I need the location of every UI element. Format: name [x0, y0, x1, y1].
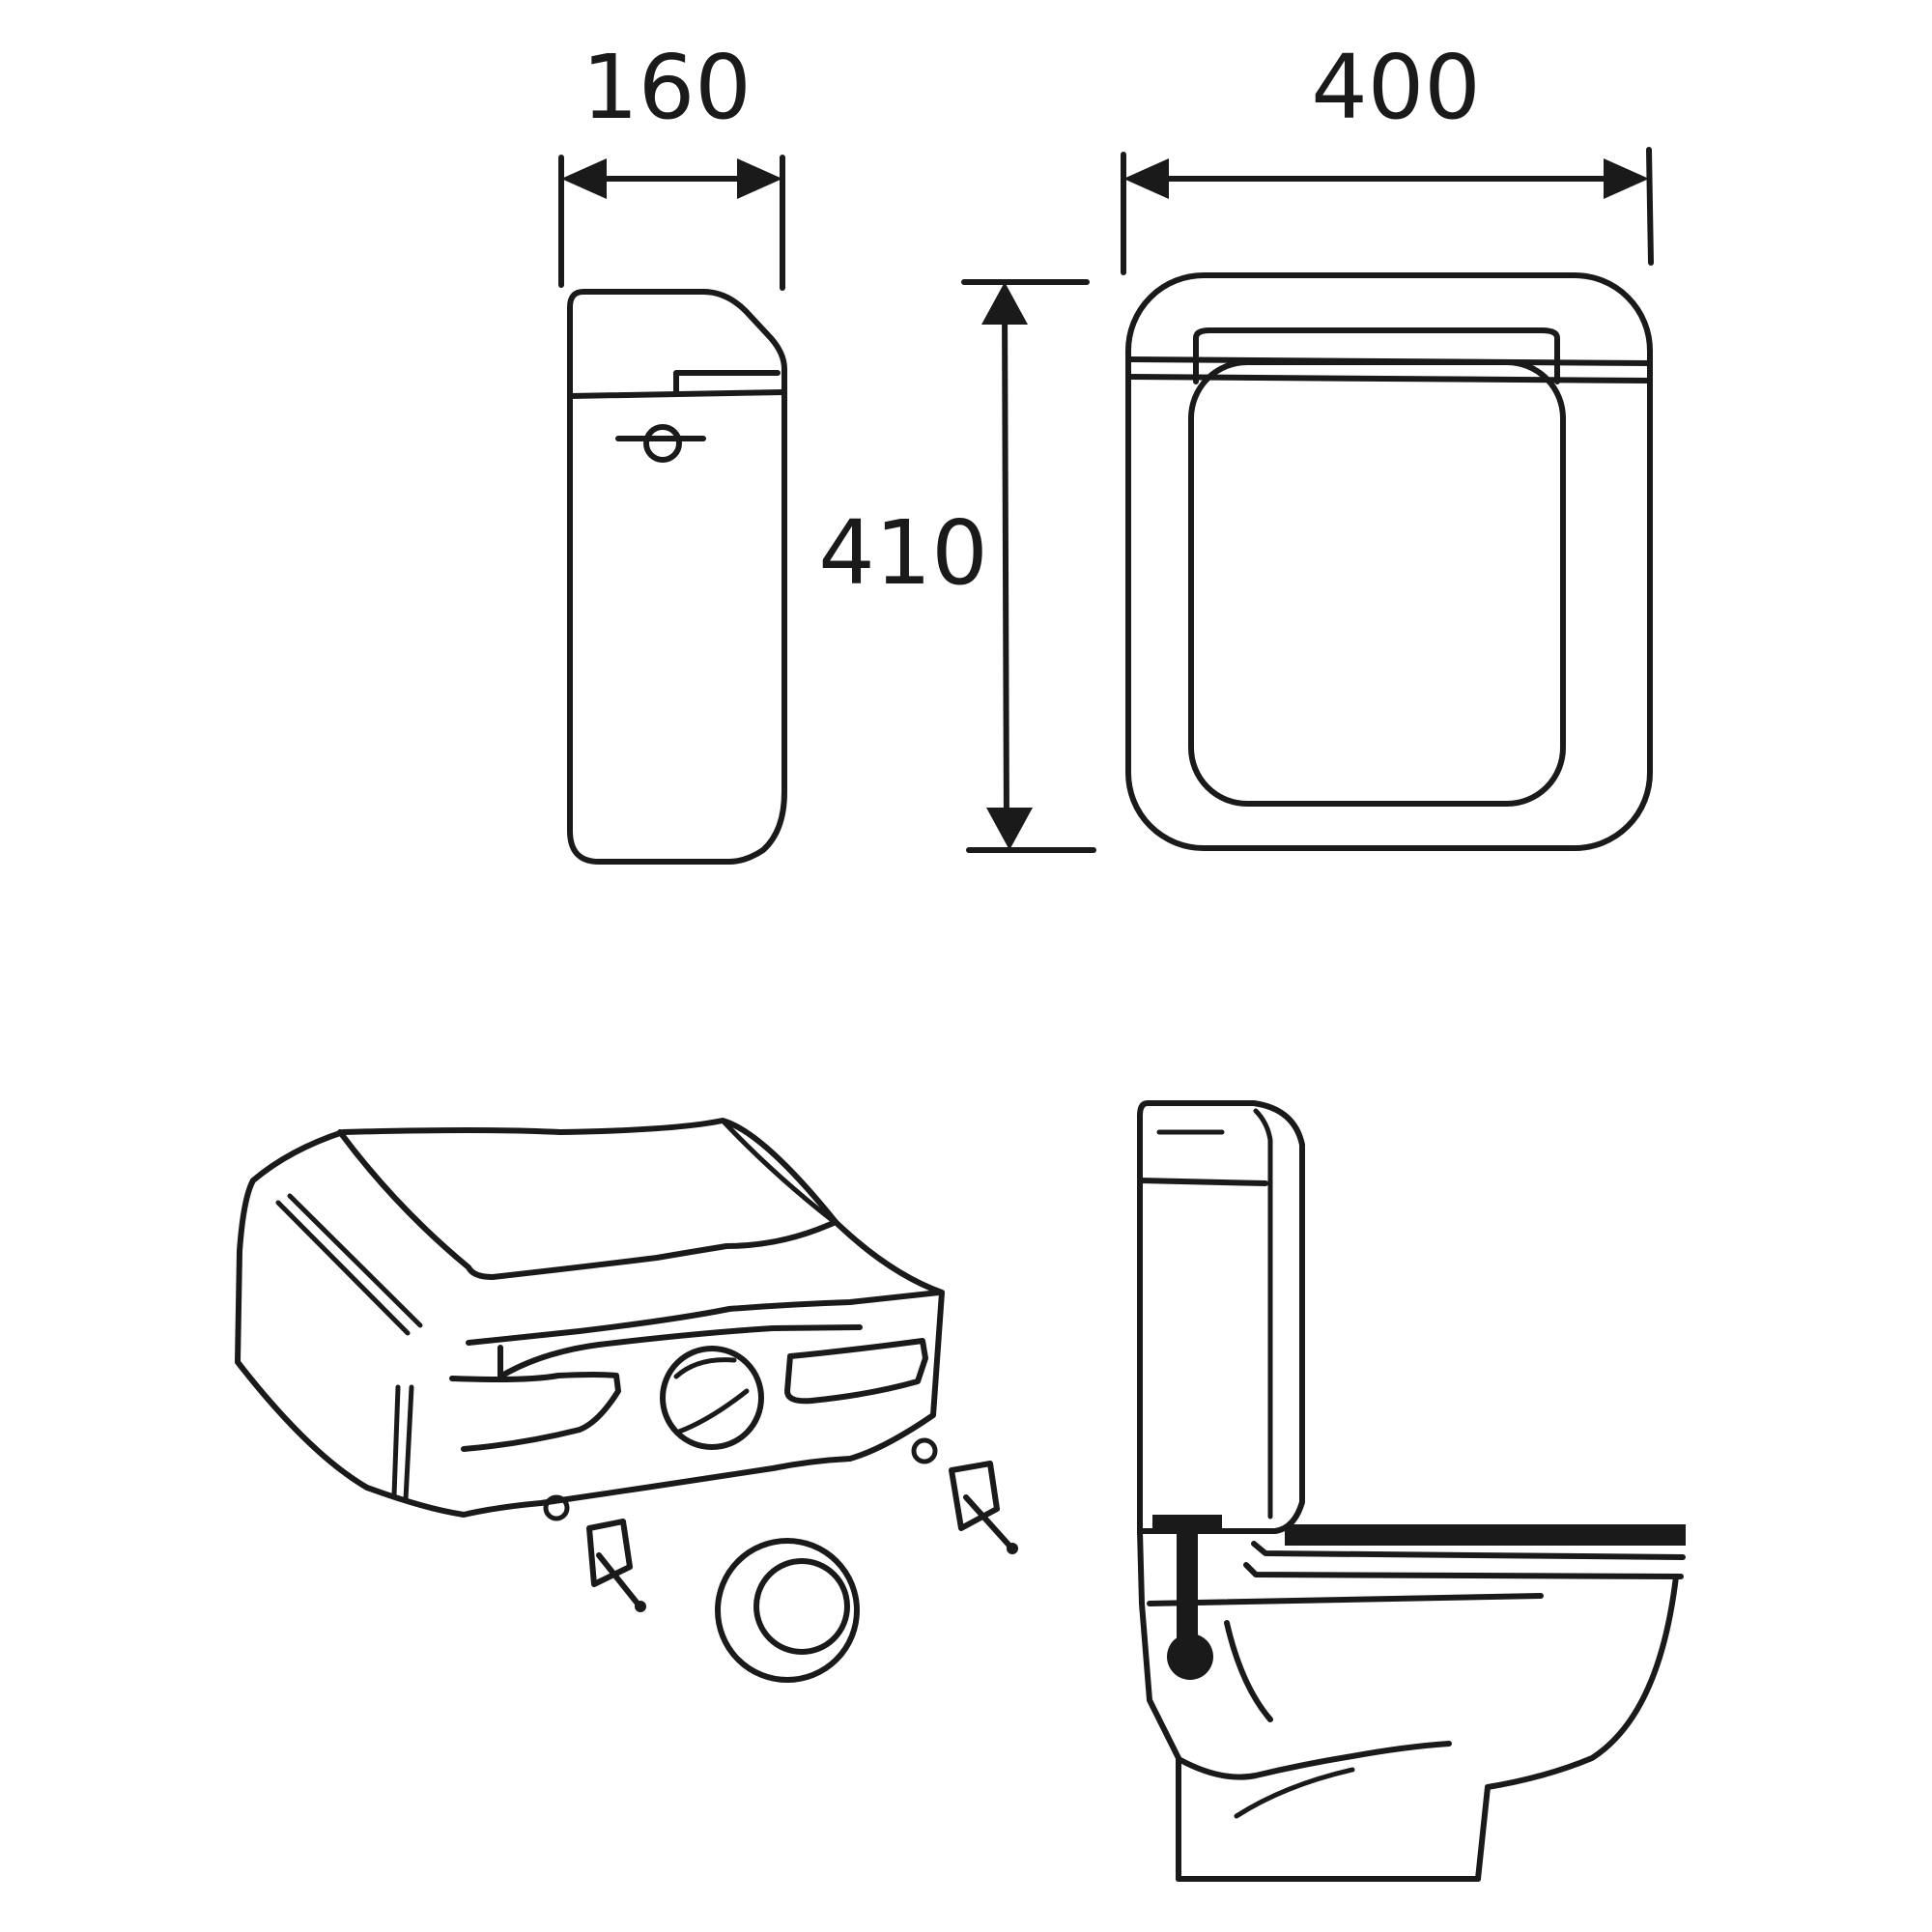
cistern-exploded-view	[235, 1118, 1018, 1683]
toilet-side-view	[1137, 1100, 1686, 1882]
depth-dimension: 160	[558, 36, 785, 291]
cistern-front-view	[1125, 272, 1653, 851]
height-dimension-label: 410	[818, 501, 988, 605]
height-dimension: 410	[818, 279, 1096, 853]
depth-dimension-label: 160	[582, 36, 752, 139]
width-dimension-label: 400	[1311, 36, 1481, 139]
width-dimension: 400	[1121, 36, 1654, 275]
cistern-side-view	[567, 289, 787, 865]
